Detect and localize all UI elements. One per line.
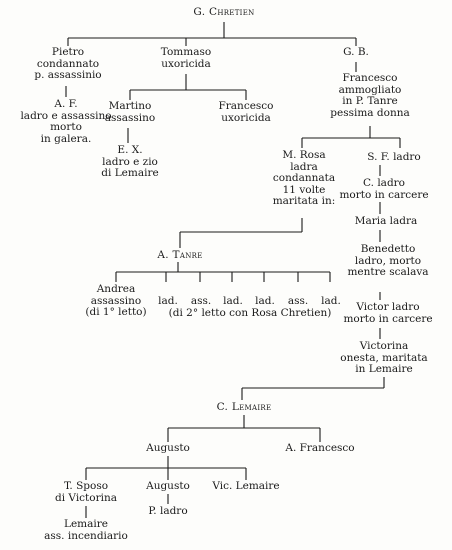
pietro-line3: p. assassinio xyxy=(34,69,102,81)
mrosa-line2: ladra xyxy=(290,160,318,173)
andrea-name: Andrea xyxy=(96,283,136,295)
tsposo-line2: di Victorina xyxy=(55,491,117,504)
victorina-line3: in Lemaire xyxy=(355,363,413,375)
francesco-amm-line4: pessima donna xyxy=(330,106,410,119)
tanre-child-3: lad. xyxy=(223,295,243,307)
node-pietro: Pietro condannato p. assassinio xyxy=(34,46,102,82)
node-c-lemaire: C. Lemaire xyxy=(216,401,272,413)
francesco-ux-line2: uxoricida xyxy=(221,111,271,124)
c-name: C. ladro xyxy=(362,177,405,189)
node-tommaso: Tommaso uxoricida xyxy=(160,46,212,70)
af-line2: ladro e assassino xyxy=(20,109,112,122)
tsposo-name: T. Sposo xyxy=(63,480,109,492)
tanre-child-2: ass. xyxy=(190,295,212,307)
node-francesco-ammogliato: Francesco ammogliato in P. Tanre pessima… xyxy=(330,72,410,119)
lemaire-line2: ass. incendiario xyxy=(44,529,128,542)
node-benedetto: Benedetto ladro, morto mentre scalava xyxy=(347,243,429,279)
node-augusto: Augusto xyxy=(146,442,190,454)
benedetto-line2: ladro, morto xyxy=(354,254,422,267)
benedetto-name: Benedetto xyxy=(360,243,416,255)
victor-line2: morto in carcere xyxy=(343,312,433,325)
node-t-sposo: T. Sposo di Victorina xyxy=(55,480,117,504)
andrea-line2: assassino xyxy=(90,294,142,307)
benedetto-line3: mentre scalava xyxy=(347,266,429,278)
victorina-name: Victorina xyxy=(359,340,409,352)
victor-name: Victor ladro xyxy=(356,301,420,313)
node-af: A. F. ladro e assassino morto in galera. xyxy=(20,98,112,145)
c-line2: morto in carcere xyxy=(339,188,429,201)
node-sf: S. F. ladro xyxy=(367,151,421,163)
node-a-francesco: A. Francesco xyxy=(285,442,355,454)
node-maria: Maria ladra xyxy=(354,215,418,227)
af-name: A. F. xyxy=(54,98,78,110)
node-andrea: Andrea assassino (di 1° letto) xyxy=(85,283,147,319)
node-victor: Victor ladro morto in carcere xyxy=(343,301,433,325)
node-lemaire-incendiario: Lemaire ass. incendiario xyxy=(44,518,128,542)
francesco-amm-line2: ammogliato xyxy=(338,83,402,96)
pietro-name: Pietro xyxy=(51,46,85,58)
node-victorina: Victorina onesta, maritata in Lemaire xyxy=(340,340,428,376)
victorina-line2: onesta, maritata xyxy=(340,351,428,364)
francesco-ux-name: Francesco xyxy=(218,100,274,112)
francesco-amm-line3: in P. Tanre xyxy=(342,95,398,107)
tanre-second-bed-note: (di 2° letto con Rosa Chretien) xyxy=(168,307,332,319)
tanre-child-5: ass. xyxy=(287,295,309,307)
node-a-tanre: A. Tanre xyxy=(157,249,203,261)
martino-line2: assassino xyxy=(104,111,156,124)
tanre-child-6: lad. xyxy=(321,295,341,307)
mrosa-line4: 11 volte xyxy=(282,183,326,196)
francesco-amm-name: Francesco xyxy=(342,72,398,84)
mrosa-name: M. Rosa xyxy=(282,149,326,161)
node-francesco-uxoricida: Francesco uxoricida xyxy=(218,100,274,124)
lemaire-name: Lemaire xyxy=(63,518,108,530)
node-c-ladro: C. ladro morto in carcere xyxy=(339,177,429,201)
gb-name: G. B. xyxy=(343,46,369,58)
node-m-rosa: M. Rosa ladra condannata 11 volte marita… xyxy=(272,149,336,208)
af-line3: morto xyxy=(50,121,82,133)
andrea-line3: (di 1° letto) xyxy=(85,306,147,318)
ex-line2: ladro e zio xyxy=(102,155,158,168)
martino-name: Martino xyxy=(108,100,152,112)
ex-line3: di Lemaire xyxy=(101,167,159,179)
tommaso-line2: uxoricida xyxy=(161,57,211,70)
root-g-chretien: G. Chretien xyxy=(193,6,255,18)
node-martino: Martino assassino xyxy=(104,100,156,124)
mrosa-line5: maritata in: xyxy=(272,195,336,207)
node-gb: G. B. xyxy=(343,46,369,59)
tanre-child-4: lad. xyxy=(255,295,275,307)
tanre-child-1: lad. xyxy=(158,295,178,307)
tommaso-name: Tommaso xyxy=(160,46,212,58)
ex-name: E. X. xyxy=(117,144,143,156)
af-line4: in galera. xyxy=(40,132,92,145)
node-ex: E. X. ladro e zio di Lemaire xyxy=(101,144,159,180)
node-augusto-2: Augusto xyxy=(146,480,190,492)
node-p-ladro: P. ladro xyxy=(148,505,188,517)
node-vic-lemaire: Vic. Lemaire xyxy=(212,480,280,492)
pietro-line2: condannato xyxy=(36,57,100,70)
mrosa-line3: condannata xyxy=(272,172,336,184)
